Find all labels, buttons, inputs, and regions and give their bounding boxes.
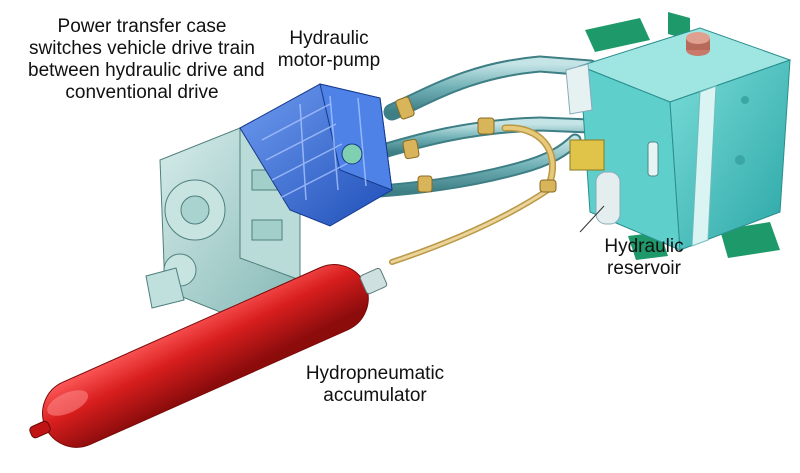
hydropneumatic-accumulator [29,264,388,448]
motor-pump-label-line: Hydraulic [289,28,369,49]
hydraulic-motor-pump [239,83,393,227]
reservoir-label-line: reservoir [607,258,681,279]
sight-gauge [647,141,659,177]
accumulator-label-line: Hydropneumatic [305,363,445,384]
accumulator-label-line: accumulator [323,385,427,406]
transfer-case-label-line: between hydraulic drive and [28,60,265,81]
transfer-case-label-line: switches vehicle drive train [29,38,255,59]
reservoir-label-line: Hydraulic [604,236,684,257]
transfer-case-label-line: conventional drive [65,82,219,103]
motor-pump-label: Hydraulic motor-pump [266,28,392,72]
accumulator-label: Hydropneumatic accumulator [292,363,458,407]
reservoir-strap [691,85,717,247]
transfer-case-label: Power transfer case switches vehicle dri… [28,16,265,104]
hose-fittings [395,96,557,193]
accumulator-line [389,187,551,265]
transfer-case-label-line: Power transfer case [57,16,227,37]
reservoir-bracket [585,18,650,52]
valve-block [569,139,605,171]
motor-pump-label-line: motor-pump [277,50,381,71]
leader-lines [579,205,605,233]
hydraulic-hoses [353,55,599,265]
reservoir-label: Hydraulic reservoir [594,236,694,280]
hydraulic-reservoir [565,12,792,260]
power-transfer-case [145,127,301,313]
